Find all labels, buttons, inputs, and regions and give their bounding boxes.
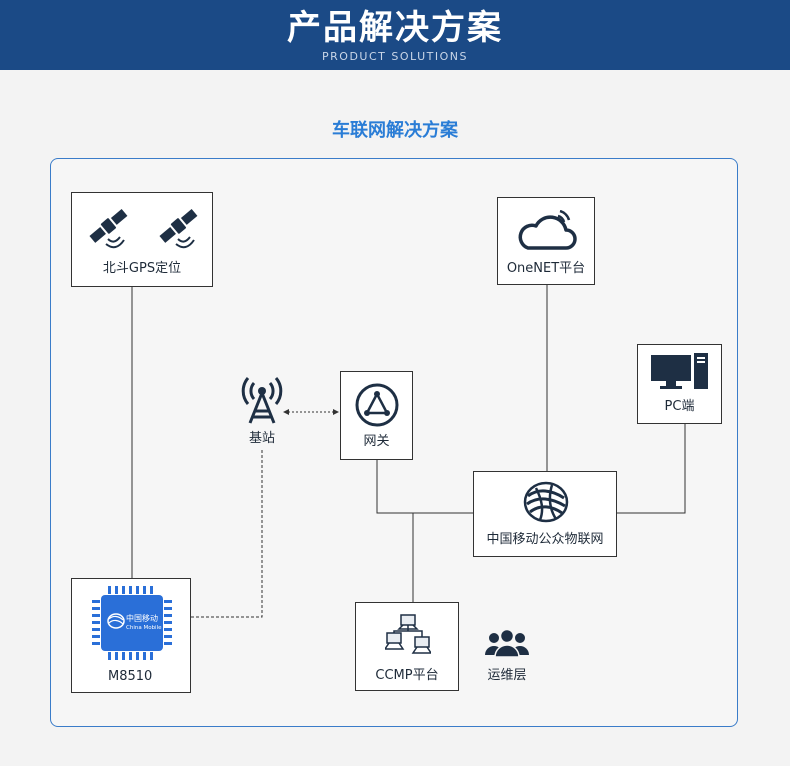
chip-brand-cn: 中国移动 — [126, 613, 158, 623]
page-title: 产品解决方案 — [287, 8, 503, 48]
onenet-node: OneNET平台 — [497, 197, 595, 285]
gps-node: 北斗GPS定位 — [71, 192, 213, 287]
cmcc-iot-label: 中国移动公众物联网 — [486, 532, 604, 547]
base-station-label: 基站 — [248, 431, 275, 446]
chip-brand-en: China Mobile — [126, 625, 162, 631]
ccmp-node: CCMP平台 — [355, 602, 459, 691]
arrow-left — [283, 409, 289, 415]
chip-icon: 中国移动 China Mobile — [92, 586, 172, 660]
network-computers-icon — [385, 614, 431, 654]
cmcc-iot-node: 中国移动公众物联网 — [473, 471, 617, 557]
china-mobile-logo-icon — [523, 481, 569, 523]
ops-label: 运维层 — [487, 668, 527, 683]
module-node: 中国移动 China Mobile M8510 — [71, 578, 191, 693]
cloud-icon — [518, 210, 577, 250]
gateway-label: 网关 — [363, 434, 390, 449]
satellite-icon — [159, 209, 198, 249]
module-label: M8510 — [108, 669, 153, 684]
onenet-label: OneNET平台 — [506, 261, 586, 276]
link-gateway-bus — [376, 459, 473, 514]
users-group-icon — [485, 628, 529, 658]
link-module-basestation — [191, 450, 263, 618]
arrow-right — [333, 409, 339, 415]
page-subtitle: PRODUCT SOLUTIONS — [322, 50, 468, 63]
gateway-icon — [355, 383, 399, 427]
satellite-icon — [89, 209, 128, 249]
gps-label: 北斗GPS定位 — [102, 261, 182, 276]
link-pc-cmcc — [616, 423, 686, 514]
page-header: 产品解决方案 PRODUCT SOLUTIONS — [0, 0, 790, 70]
antenna-tower-icon — [241, 377, 283, 424]
pc-node: PC端 — [637, 344, 722, 424]
gateway-node: 网关 — [340, 371, 413, 460]
section-title: 车联网解决方案 — [332, 120, 458, 141]
ccmp-label: CCMP平台 — [375, 668, 439, 683]
pc-label: PC端 — [664, 399, 695, 414]
desktop-computer-icon — [651, 353, 708, 389]
